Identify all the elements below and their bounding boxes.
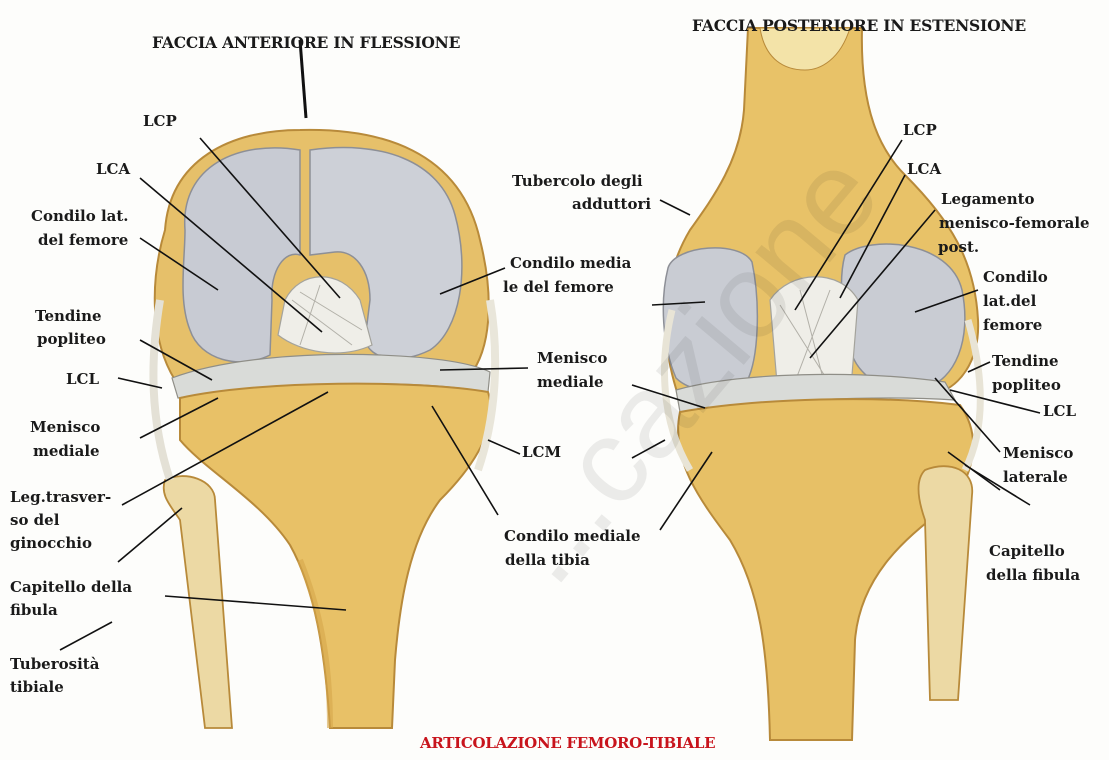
label-left-condilo-medial-1: Condilo media [510, 254, 631, 273]
label-left-lcm: LCM [522, 443, 561, 462]
label-right-capitello-1: Capitello [989, 542, 1065, 561]
label-left-menisco-med-l-1: Menisco [30, 418, 100, 437]
label-left-lca: LCA [96, 160, 130, 179]
leader-left-tuberosita-b [60, 622, 112, 650]
label-right-condilo-lat-2: lat.del [983, 292, 1036, 311]
leader-left-capitello [118, 508, 182, 562]
label-left-tendine-1: Tendine [35, 307, 102, 326]
label-right-tendine-1: Tendine [992, 352, 1059, 371]
label-left-leg-trasv-3: ginocchio [10, 534, 92, 553]
label-right-lca: LCA [907, 160, 941, 179]
label-left-lcl: LCL [66, 370, 99, 389]
leader-right-lcm [632, 440, 665, 458]
leader-right-tubercolo [660, 200, 690, 215]
anterior-title: FACCIA ANTERIORE IN FLESSIONE [152, 33, 460, 52]
label-left-leg-trasv-1: Leg.trasver- [10, 488, 111, 507]
label-left-menisco-med-r-2: mediale [537, 373, 604, 392]
right-lateral-condyle [841, 244, 964, 390]
label-right-tubercolo-1: Tubercolo degli [512, 172, 643, 191]
label-right-condilo-lat-3: femore [983, 316, 1042, 335]
label-left-condilo-lat-2: del femore [38, 231, 128, 250]
right-fibula [919, 466, 973, 700]
label-left-tuberosita-2: tibiale [10, 678, 64, 697]
label-right-lcl: LCL [1043, 402, 1076, 421]
label-right-legamento-2: menisco-femorale [939, 214, 1090, 233]
label-left-tendine-2: popliteo [37, 330, 106, 349]
label-left-condilo-lat-1: Condilo lat. [31, 207, 129, 226]
label-right-condilo-lat-1: Condilo [983, 268, 1048, 287]
leader-left-lcm [488, 440, 520, 454]
label-right-menisco-lat-1: Menisco [1003, 444, 1073, 463]
label-left-condilo-tibia-1: Condilo mediale [504, 527, 641, 546]
label-left-condilo-tibia-2: della tibia [505, 551, 590, 570]
label-right-lcp: LCP [903, 121, 937, 140]
label-left-lcp: LCP [143, 112, 177, 131]
label-right-menisco-lat-2: laterale [1003, 468, 1068, 487]
label-left-menisco-med-r-1: Menisco [537, 349, 607, 368]
label-left-capitello-1: Capitello della [10, 578, 132, 597]
label-right-legamento-3: post. [938, 238, 979, 257]
label-right-capitello-2: della fibula [986, 566, 1080, 585]
footer-title: ARTICOLAZIONE FEMORO-TIBIALE [420, 734, 715, 753]
label-left-tuberosita-1: Tuberosità [10, 655, 99, 674]
label-left-leg-trasv-2: so del [10, 511, 59, 530]
posterior-title: FACCIA POSTERIORE IN ESTENSIONE [692, 16, 1026, 35]
label-left-condilo-medial-2: le del femore [503, 278, 614, 297]
right-medial-condyle [663, 248, 757, 391]
label-right-tubercolo-2: adduttori [572, 195, 651, 214]
label-left-capitello-2: fibula [10, 601, 58, 620]
label-right-legamento-1: Legamento [941, 190, 1035, 209]
label-right-tendine-2: popliteo [992, 376, 1061, 395]
label-left-menisco-med-l-2: mediale [33, 442, 100, 461]
